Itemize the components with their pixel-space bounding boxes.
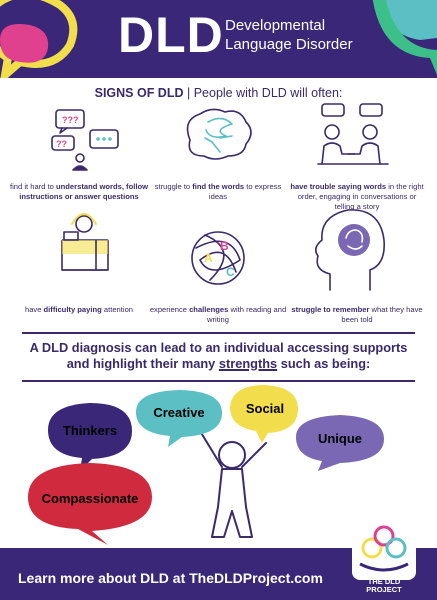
strength-label-compassionate: Compassionate (42, 491, 139, 506)
creative-bubble: Creative (136, 390, 222, 447)
strength-label-social: Social (246, 401, 284, 416)
speech-bubbles-icon (51, 109, 119, 171)
header-subtitle-line1: Developmental (225, 17, 326, 34)
green-bubble-decoration (372, 0, 437, 75)
speech-bubbles-marks: ??? ?? (56, 115, 79, 149)
strength-label-creative: Creative (153, 405, 204, 420)
tangled-brain-icon (186, 108, 252, 160)
dld-project-logo-icon (359, 525, 409, 572)
svg-text:C: C (226, 265, 235, 279)
memory-head-icon (314, 209, 386, 291)
divider-top (22, 332, 415, 334)
header-subtitle: Developmental Language Disorder (225, 16, 353, 54)
signs-title-bold: SIGNS OF DLD (94, 86, 184, 100)
strength-bubbles: Thinkers Creative Social Unique Compassi… (28, 385, 384, 545)
svg-text:B: B (220, 239, 229, 253)
sign-caption-5: experience challenges with reading and w… (149, 305, 287, 324)
footer-link-text[interactable]: Learn more about DLD at TheDLDProject.co… (18, 570, 323, 586)
pink-bubble-decoration (0, 24, 49, 63)
cheering-figure-icon (191, 408, 267, 538)
sign-caption-1: find it hard to understand words, follow… (10, 182, 148, 201)
teal-bubble-decoration (379, 0, 437, 40)
svg-text:???: ??? (62, 115, 79, 125)
signs-icons: ??? ?? (51, 103, 389, 291)
desk-worker-icon (61, 213, 109, 271)
yellow-bubble-decoration (0, 0, 78, 78)
signs-title: SIGNS OF DLD | People with DLD will ofte… (0, 86, 437, 100)
diagnosis-line2: and highlight their many strengths such … (66, 356, 371, 371)
sign-caption-6: struggle to remember what they have been… (291, 305, 423, 324)
conversation-icon (317, 103, 389, 165)
compassionate-bubble: Compassionate (28, 463, 152, 545)
signs-title-rest: | People with DLD will often: (183, 86, 343, 100)
dld-project-logo (352, 516, 416, 580)
header-banner (0, 0, 437, 78)
divider-bottom (22, 380, 415, 382)
svg-text:??: ?? (56, 139, 67, 149)
sign-caption-3: have trouble saying words in the right o… (290, 182, 424, 211)
thinkers-bubble: Thinkers (48, 403, 132, 471)
diagnosis-line1: A DLD diagnosis can lead to an individua… (29, 340, 408, 355)
dld-project-logo-text: THE DLD PROJECT (366, 577, 402, 594)
dld-logo-text: DLD (118, 7, 224, 63)
unique-bubble: Unique (296, 415, 384, 471)
alphabet-scribble-icon (191, 231, 245, 285)
strength-label-thinkers: Thinkers (63, 423, 117, 438)
speech-bubbles-dots (96, 137, 112, 141)
strength-label-unique: Unique (318, 431, 362, 446)
diagnosis-text: A DLD diagnosis can lead to an individua… (10, 340, 427, 372)
social-bubble: Social (230, 385, 298, 443)
sign-caption-2: struggle to find the words to express id… (154, 182, 282, 201)
alphabet-letters: A B C (204, 239, 235, 279)
header-subtitle-line2: Language Disorder (225, 36, 353, 53)
svg-text:A: A (204, 251, 213, 265)
sign-caption-4: have difficulty paying attention (24, 305, 134, 314)
header-decorations (0, 0, 437, 78)
